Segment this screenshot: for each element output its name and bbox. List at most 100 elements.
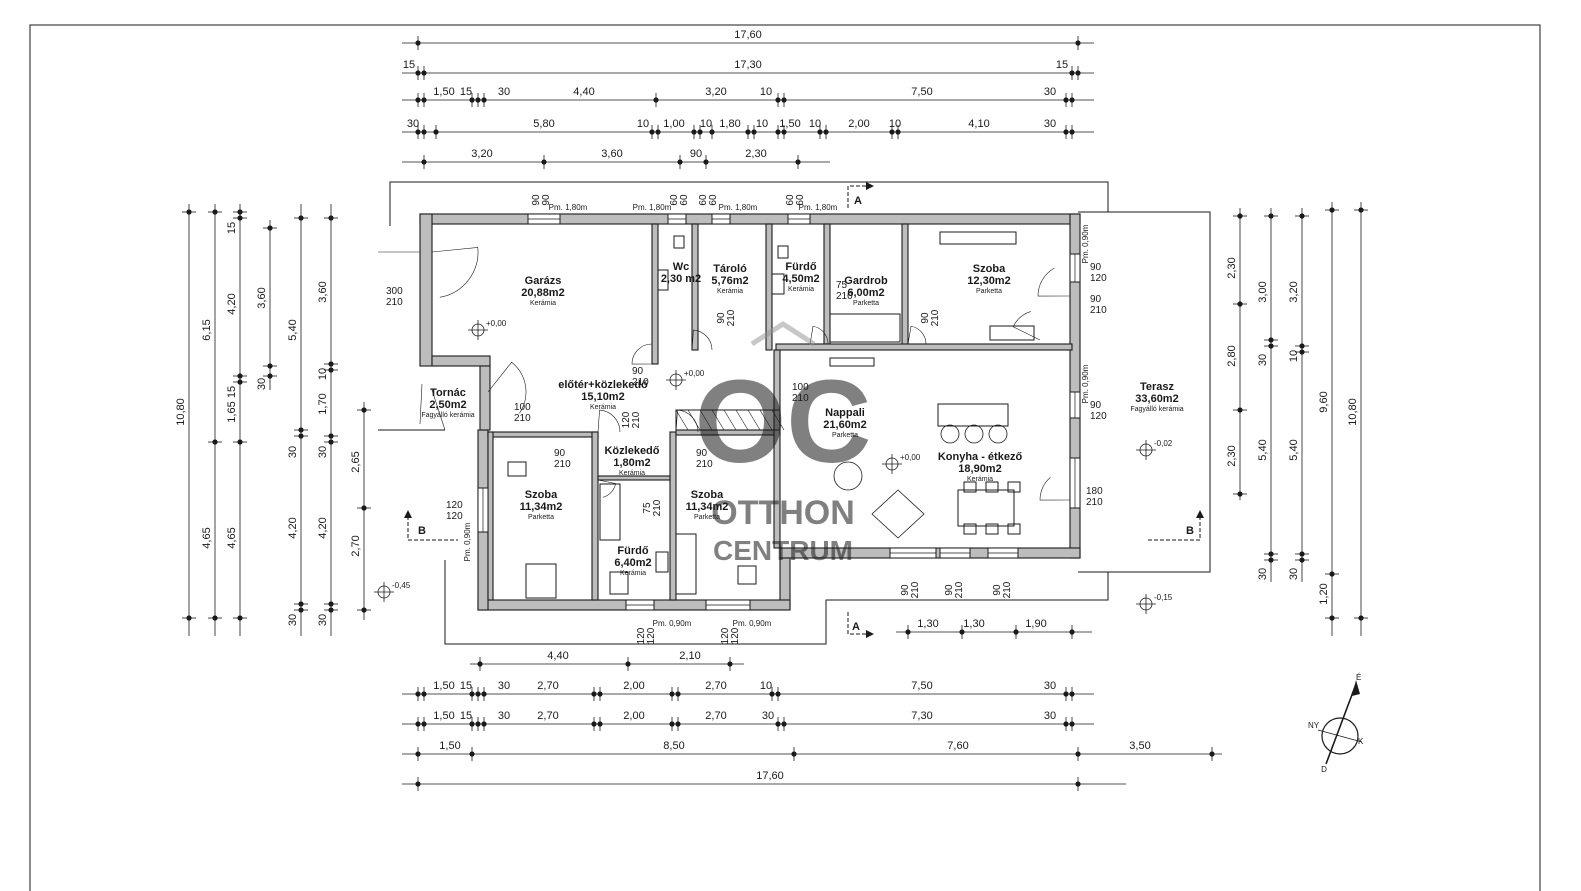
room-name: Szoba xyxy=(525,489,558,501)
dimension-tick xyxy=(1237,491,1243,497)
room-area: 12,30m2 xyxy=(967,275,1010,287)
room-floor: Fagyálló kerámia xyxy=(421,412,474,419)
dimension-value: 3,60 xyxy=(256,287,268,308)
dimension-value: 5,80 xyxy=(533,118,554,130)
dimension-tick xyxy=(361,407,367,413)
room-floor: Kerámia xyxy=(788,286,814,293)
dimension-tick xyxy=(823,129,829,135)
opening-height: 210 xyxy=(554,459,571,470)
door-swing xyxy=(597,479,616,498)
dimension-value: 4,20 xyxy=(317,517,329,538)
dimension-tick xyxy=(212,209,218,215)
wall xyxy=(419,213,433,367)
room-floor: Kerámia xyxy=(530,300,556,307)
dimension-value: 7,60 xyxy=(947,740,968,752)
room-floor: Parketta xyxy=(832,432,858,439)
room-area: 33,60m2 xyxy=(1135,393,1178,405)
bed xyxy=(675,533,697,595)
dimension-value: 2,80 xyxy=(1226,345,1238,366)
window-size: 90 xyxy=(531,194,542,206)
dimension-chain: 17,60 xyxy=(402,29,1094,50)
dimension-value: 90 xyxy=(690,148,702,160)
window xyxy=(625,599,655,611)
dimension-value: 1,20 xyxy=(1318,583,1330,604)
section-line xyxy=(847,185,870,208)
window-size: 120 xyxy=(730,627,741,644)
dimension-value: 5,40 xyxy=(287,319,299,340)
wall xyxy=(487,431,599,438)
room-area: 6,00m2 xyxy=(847,287,884,299)
section-letter: B xyxy=(418,525,426,537)
dimension-tick xyxy=(481,97,487,103)
toilet xyxy=(657,269,669,291)
dimension-value: 30 xyxy=(498,680,510,692)
dimension-value: 10,80 xyxy=(1347,398,1359,426)
room-name: Szoba xyxy=(973,263,1006,275)
dimension-tick xyxy=(415,97,421,103)
window-parapet: Pm. 0,90m xyxy=(1081,224,1090,263)
dimension-value: 10 xyxy=(889,118,901,130)
dimension-value: 15 xyxy=(226,222,238,234)
window-size: 60 xyxy=(698,194,709,206)
dimension-tick xyxy=(649,129,655,135)
toilet xyxy=(771,273,785,295)
room-floor: Fagyálló kerámia xyxy=(1130,406,1183,413)
dimension-tick xyxy=(1069,629,1075,635)
opening-height: 120 xyxy=(446,511,463,522)
dimension-tick xyxy=(298,607,304,613)
dimension-value: 6,15 xyxy=(201,319,213,340)
window-parapet: Pm. 0,90m xyxy=(733,619,772,628)
window-parapet: Pm. 0,90m xyxy=(463,522,472,561)
dimension-value: 2,70 xyxy=(350,535,362,556)
dimension-value: 2,00 xyxy=(623,710,644,722)
stair-line xyxy=(747,409,761,431)
room-floor: Kerámia xyxy=(620,570,646,577)
level-value: -0,15 xyxy=(1154,593,1173,602)
dimension-value: 3,20 xyxy=(1288,281,1300,302)
stair-line xyxy=(687,409,701,431)
dimension-tick xyxy=(1063,721,1069,727)
dimension-tick xyxy=(775,129,781,135)
room-label: Wc2,30 m2 xyxy=(661,261,701,285)
chair xyxy=(985,523,999,535)
dimension-tick xyxy=(669,721,675,727)
dimension-tick xyxy=(703,159,709,165)
dimension-tick xyxy=(1013,629,1019,635)
opening-width: 90 xyxy=(632,366,644,377)
dimension-tick xyxy=(709,129,715,135)
room-area: 11,34m2 xyxy=(686,501,729,513)
dimension-chain: 10,80 xyxy=(175,204,196,636)
compass-needle xyxy=(1325,683,1357,765)
dimension-tick xyxy=(745,129,751,135)
dimension-value: 3,00 xyxy=(1257,281,1269,302)
window xyxy=(787,213,811,225)
dimension-value: 2,30 xyxy=(1226,445,1238,466)
door-swing xyxy=(1037,267,1071,297)
opening-height: 210 xyxy=(631,411,642,428)
dimension-value: 10,80 xyxy=(175,398,187,426)
window xyxy=(939,547,971,559)
dimension-tick xyxy=(1063,129,1069,135)
room-area: 6,40m2 xyxy=(614,557,651,569)
dimension-value: 15 xyxy=(460,680,472,692)
room-area: 21,60m2 xyxy=(823,419,866,431)
dimension-value: 10 xyxy=(756,118,768,130)
dimension-value: 2,00 xyxy=(623,680,644,692)
dimension-tick xyxy=(781,129,787,135)
section-letter: A xyxy=(852,621,860,633)
level-value: -0,02 xyxy=(1154,439,1173,448)
dimension-tick xyxy=(1299,213,1305,219)
dimension-value: 1,50 xyxy=(779,118,800,130)
